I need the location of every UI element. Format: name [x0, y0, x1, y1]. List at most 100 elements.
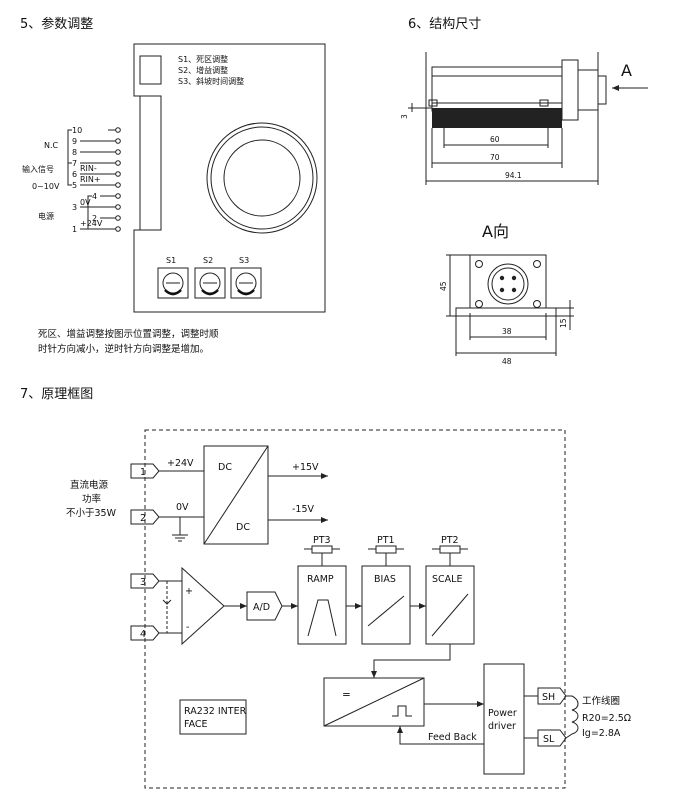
bias-label: BIAS	[374, 574, 396, 585]
power-driver-block	[483, 663, 525, 775]
pin-24v-label: +24V	[80, 219, 103, 228]
terminal-4	[130, 625, 160, 641]
rin-minus-label: RIN-	[80, 164, 97, 173]
pot-s1-label: S1	[166, 256, 176, 265]
pot-group: S1 S2 S3	[157, 256, 262, 299]
section-title-principle: 7、原理框图	[20, 387, 93, 402]
t1-label: 1	[140, 467, 146, 478]
pin-5: 5	[72, 181, 77, 190]
pwm-equal-label: =	[342, 689, 351, 701]
coil-resistance: R20=2.5Ω	[582, 713, 631, 724]
feedback-label: Feed Back	[428, 732, 477, 743]
board-outline	[133, 43, 326, 313]
sh-label: SH	[542, 692, 555, 703]
pot-s2-knob[interactable]	[194, 267, 226, 299]
sl-terminal	[537, 729, 567, 747]
dim-48: 48	[502, 357, 512, 366]
terminal-pins	[67, 127, 121, 232]
pot-s3-knob[interactable]	[230, 267, 262, 299]
supply-line3: 不小于35W	[66, 508, 117, 519]
module-boundary	[144, 429, 566, 789]
supply-line1: 直流电源	[70, 479, 109, 491]
coil-icon	[565, 695, 579, 739]
supply-line2: 功率	[82, 493, 102, 505]
power-label2: driver	[488, 721, 516, 732]
view-a-title: A向	[482, 222, 509, 241]
ramp-label: RAMP	[307, 574, 334, 585]
pin-10: 10	[72, 126, 82, 135]
s1-note: S1、死区调整	[178, 54, 228, 64]
opamp-plus: +	[185, 586, 193, 597]
pwm-block	[323, 677, 484, 727]
pin-7: 7	[72, 159, 77, 168]
pin-8: 8	[72, 148, 77, 157]
pin-0v-label: 0V	[80, 198, 91, 207]
minus15-label: -15V	[292, 504, 315, 515]
rs232-block	[179, 699, 247, 735]
dc-in-label: DC	[218, 462, 232, 473]
pin-6: 6	[72, 170, 77, 179]
t4-label: 4	[140, 629, 146, 640]
dim-60: 60	[490, 135, 500, 144]
adjust-note-line2: 时针方向减小，逆时针方向调整是增加。	[38, 343, 209, 355]
plus15-label: +15V	[292, 462, 319, 473]
base-plate	[432, 108, 562, 128]
power-label: 电源	[38, 211, 54, 221]
ad-converter	[246, 591, 283, 621]
s3-note: S3、斜坡时间调整	[178, 76, 244, 86]
input-bracket	[67, 162, 72, 186]
ad-label: A/D	[253, 602, 270, 613]
dc-out-label: DC	[236, 522, 250, 533]
power-label1: Power	[488, 708, 517, 719]
dim-15: 15	[559, 318, 568, 328]
pot-s3-label: S3	[239, 256, 249, 265]
dim-94: 94.1	[505, 171, 522, 180]
coil-label: 工作线圈	[582, 695, 620, 707]
dim-3: 3	[400, 114, 409, 119]
connector-top	[139, 55, 162, 85]
pt2-label: PT2	[441, 535, 459, 546]
dcdc-converter	[159, 445, 328, 545]
pot-s2-label: S2	[203, 256, 213, 265]
t3-label: 3	[140, 577, 146, 588]
section-title-adjust: 5、参数调整	[20, 16, 93, 32]
plus24-label: +24V	[167, 458, 194, 469]
dim-38: 38	[502, 327, 512, 336]
feedback-path	[397, 726, 484, 745]
sl-label: SL	[543, 734, 555, 745]
output-terminals	[524, 687, 579, 747]
pin-1: 1	[72, 225, 77, 234]
input-range-label: 0~10V	[32, 182, 60, 191]
trim-pots	[304, 545, 468, 566]
rin-plus-label: RIN+	[80, 175, 101, 184]
scale-label: SCALE	[432, 574, 462, 585]
input-amplifier	[159, 566, 247, 646]
toroid-coil	[206, 122, 318, 234]
nc-label: N.C	[44, 141, 59, 150]
opamp-minus: -	[186, 622, 189, 633]
rs232-label1: RA232 INTER	[184, 706, 247, 717]
input-signal-label: 输入信号	[22, 164, 54, 174]
pot-s1-knob[interactable]	[157, 267, 189, 299]
zero-v-label: 0V	[176, 502, 189, 513]
s2-note: S2、增益调整	[178, 65, 228, 75]
side-view	[408, 52, 648, 185]
diode-icon	[162, 599, 172, 605]
pin-4: 4	[92, 192, 97, 201]
sh-terminal	[537, 687, 567, 705]
pt1-label: PT1	[377, 535, 395, 546]
terminal-block	[139, 95, 162, 231]
dim-70: 70	[490, 153, 500, 162]
pt3-label: PT3	[313, 535, 331, 546]
terminal-3	[130, 573, 160, 589]
pin-3: 3	[72, 203, 77, 212]
pin-2: 2	[92, 214, 97, 223]
t2-label: 2	[140, 513, 146, 524]
terminal-1	[130, 463, 160, 479]
adjust-note-line1: 死区、增益调整按图示位置调整，调整时顺	[38, 328, 219, 340]
dim-45: 45	[439, 281, 448, 291]
rs232-label2: FACE	[184, 719, 208, 730]
adjust-board: S1、死区调整 S2、增益调整 S3、斜坡时间调整	[133, 43, 326, 313]
pin-9: 9	[72, 137, 77, 146]
